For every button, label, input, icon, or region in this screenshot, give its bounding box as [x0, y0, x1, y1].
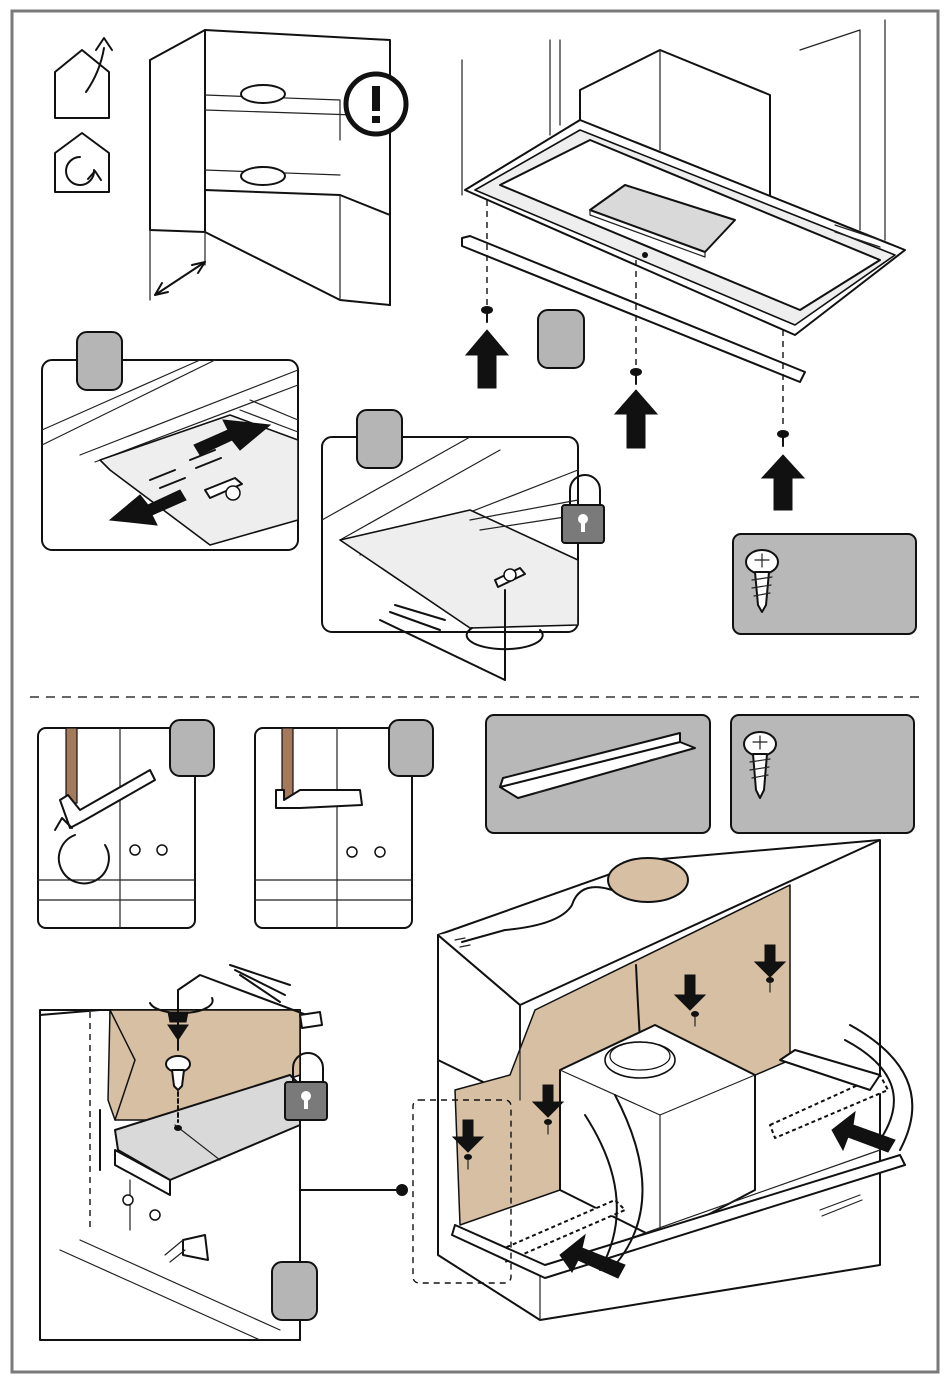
cabinet-bracket-installation	[413, 840, 912, 1320]
warning-icon	[346, 74, 406, 134]
step-tag-slide-adjust	[77, 332, 122, 390]
house-recirculation-icon	[55, 133, 109, 192]
screw-info-panel-top	[733, 534, 916, 634]
step-tag-lock	[357, 410, 402, 468]
hood-installation	[462, 20, 905, 425]
screw-info-panel-bottom	[731, 715, 914, 833]
bracket-rail-panel	[486, 715, 710, 833]
detail-connector-dot	[396, 1184, 408, 1196]
detail-lock	[322, 437, 578, 680]
wall-cabinet	[150, 30, 390, 305]
step-tag-bracket-fold	[170, 720, 214, 776]
house-exhaust-icon	[55, 38, 112, 118]
step-tag-bracket-folded	[389, 720, 433, 776]
step-tag-fix-bracket	[272, 1262, 317, 1320]
step-tag-screw-trim	[538, 310, 584, 368]
